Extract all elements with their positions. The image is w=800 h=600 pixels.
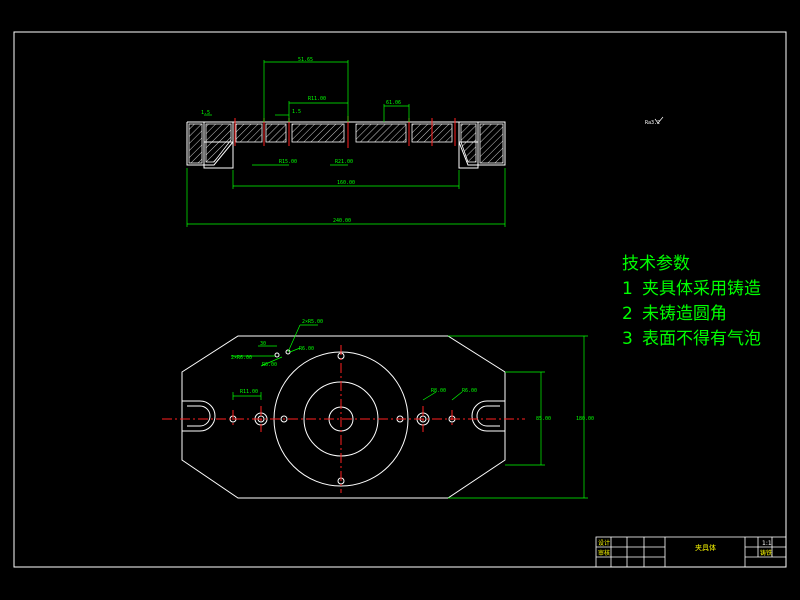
left-slot xyxy=(182,400,216,432)
title-row-design: 设计 xyxy=(598,539,610,547)
dim-height-inner: 85.00 xyxy=(536,416,551,422)
dim-left-a: 30 xyxy=(260,341,266,347)
dim-left-b: R6.00 xyxy=(299,346,314,352)
dim-hole-callout: 2×R5.00 xyxy=(302,319,323,325)
section-hatching xyxy=(188,123,504,164)
dim-bottom-mid: R21.00 xyxy=(335,159,353,165)
dim-small-mid: 1.5 xyxy=(292,109,301,115)
section-dimensions xyxy=(186,60,506,227)
title-material: 铸铁 xyxy=(760,549,772,557)
title-part-name: 夹具体 xyxy=(695,543,716,552)
dim-center-a: R11.00 xyxy=(308,96,326,102)
dim-hole-right-a: R8.00 xyxy=(431,388,446,394)
roughness-symbol xyxy=(654,116,664,124)
dim-bottom-left: R15.00 xyxy=(279,159,297,165)
title-block xyxy=(595,536,787,568)
right-boss xyxy=(458,121,479,166)
dim-left-c: 2×R6.00 xyxy=(231,355,252,361)
title-scale: 1:1 xyxy=(762,540,772,547)
dim-small-left: 1.5 xyxy=(201,110,210,116)
drawing-border xyxy=(13,31,787,568)
plan-dimensions xyxy=(231,324,588,499)
plan-dim-text: 2×R5.00 30 R6.00 2×R6.00 R6.00 R11.00 R8… xyxy=(231,319,594,422)
dim-hole-left: R11.00 xyxy=(240,389,258,395)
section-dim-text: 51.65 R11.00 1.5 1.5 61.06 R15.00 R21.00… xyxy=(201,57,401,224)
dim-left-d: R6.00 xyxy=(262,362,277,368)
title-row-review: 审核 xyxy=(598,549,610,557)
hole-top-left-a xyxy=(274,352,280,358)
roughness-stamp: Ra3.2 xyxy=(645,120,660,126)
right-slot xyxy=(471,400,505,432)
dim-height-outer: 180.00 xyxy=(576,416,594,422)
plan-centerlines xyxy=(162,345,525,493)
left-boss xyxy=(203,121,234,166)
dim-width-top: 51.65 xyxy=(298,57,313,63)
dim-hole-right-b: R6.00 xyxy=(462,388,477,394)
notes-title: 技术参数 xyxy=(622,254,690,274)
hole-pcd-left xyxy=(280,415,288,423)
dim-overall: 240.00 xyxy=(333,218,351,224)
dim-right-top: 61.06 xyxy=(386,100,401,106)
dim-inner-span: 160.00 xyxy=(337,180,355,186)
